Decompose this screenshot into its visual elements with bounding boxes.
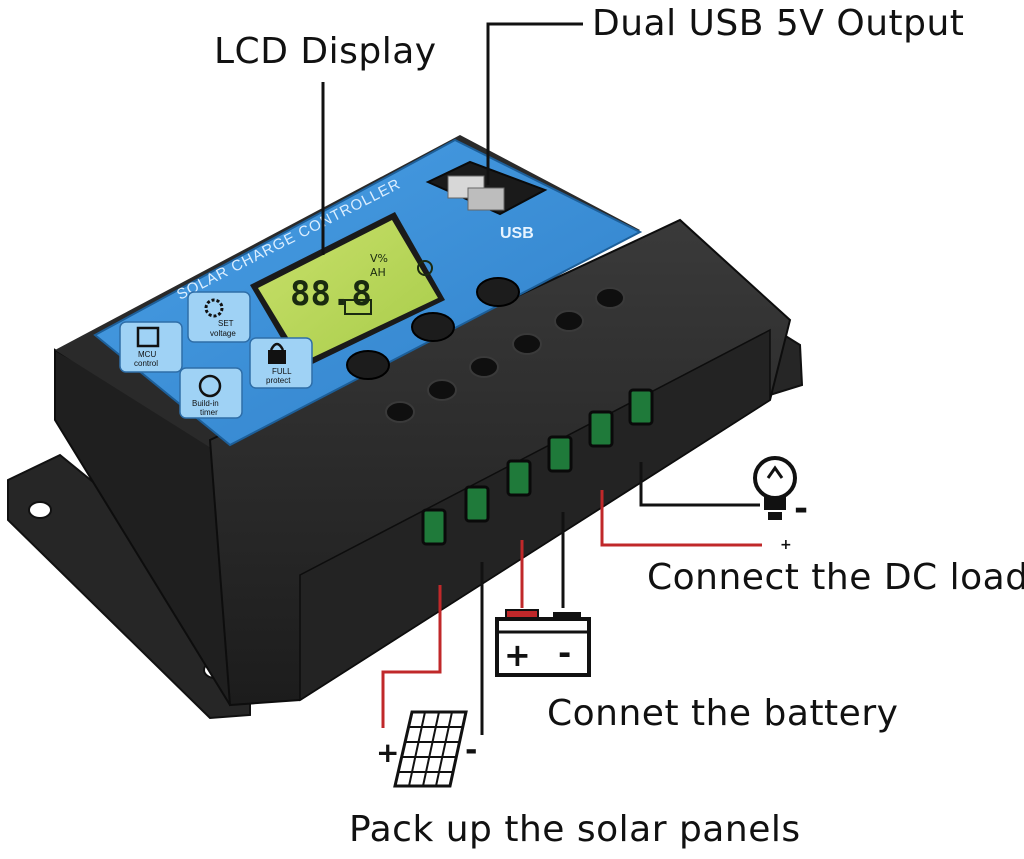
badge-mcu: MCU control <box>119 321 183 373</box>
solar-plus-sign: + <box>376 736 399 769</box>
load-plus-sign: + <box>780 537 792 553</box>
load-negative-wire <box>639 462 760 507</box>
usb-leader-line <box>486 22 583 185</box>
terminal-sockets <box>421 388 654 546</box>
badge-timer: Build-in timer <box>179 367 243 419</box>
load-positive-wire <box>600 490 762 547</box>
dc-load-label: Connect the DC load <box>647 557 1024 598</box>
lcd-battery-glyph <box>344 299 372 315</box>
badge-set-voltage: SET voltage <box>187 291 251 343</box>
svg-text:FULL: FULL <box>272 367 292 376</box>
battery-minus-sign: - <box>558 634 571 672</box>
solar-minus-sign: - <box>465 733 477 768</box>
usb-port[interactable]: USB <box>425 160 548 242</box>
solar-positive-wire <box>381 585 442 728</box>
lock-icon <box>268 350 286 364</box>
clock-icon <box>198 374 222 398</box>
svg-text:SET: SET <box>218 319 234 328</box>
control-buttons <box>346 277 520 380</box>
battery-label: Connet the battery <box>547 693 899 734</box>
bulb-icon <box>753 456 797 520</box>
usb-output-label: Dual USB 5V Output <box>592 3 965 44</box>
gear-icon <box>204 298 224 318</box>
lcd-bulb-glyph <box>417 260 433 276</box>
down-button[interactable] <box>476 277 520 307</box>
usb-logo: USB <box>500 225 534 242</box>
chip-icon <box>136 326 160 348</box>
battery-plus-sign: + <box>504 636 531 674</box>
lcd-units-bottom: AH <box>370 266 386 279</box>
svg-text:control: control <box>134 359 158 368</box>
lcd-display-label: LCD Display <box>214 31 437 72</box>
load-minus-sign: - <box>794 489 808 529</box>
terminal-screws <box>385 287 625 423</box>
wiring <box>381 462 762 735</box>
solar-panel-icon <box>393 710 468 788</box>
solar-panels-label: Pack up the solar panels <box>349 809 801 850</box>
badge-full-protect: FULL protect <box>249 337 313 389</box>
svg-text:protect: protect <box>266 376 291 385</box>
svg-text:timer: timer <box>200 408 218 417</box>
lcd-screen: 88.8 V% AH <box>250 212 445 370</box>
svg-text:voltage: voltage <box>210 329 236 338</box>
feature-badges: MCU control SET voltage Build-in timer F… <box>119 291 313 419</box>
up-button[interactable] <box>411 312 455 342</box>
svg-text:MCU: MCU <box>138 350 156 359</box>
lcd-digits: 88.8 <box>290 274 372 314</box>
menu-button[interactable] <box>346 350 390 380</box>
lcd-units-top: V% <box>370 252 388 265</box>
battery-icon <box>495 609 591 677</box>
svg-text:Build-in: Build-in <box>192 399 219 408</box>
leader-lines <box>321 22 583 255</box>
